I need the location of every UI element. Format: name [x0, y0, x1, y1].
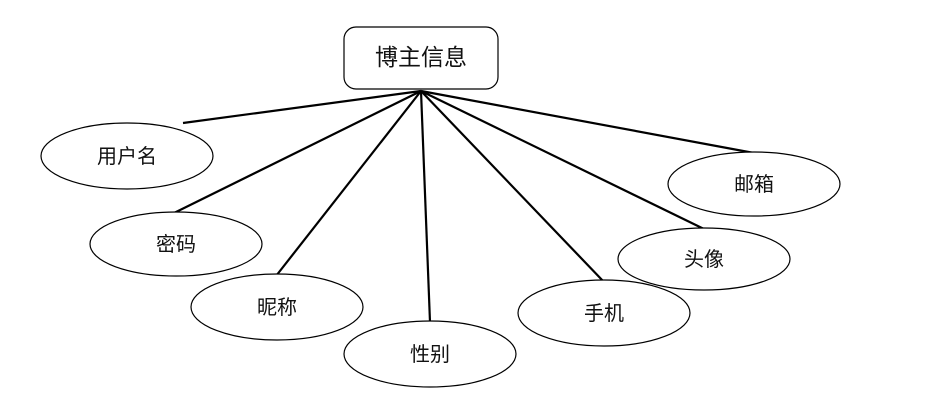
edge-password [173, 90, 422, 214]
attribute-label: 密码 [156, 232, 196, 256]
attribute-ellipse [667, 151, 841, 217]
attribute-label: 头像 [684, 247, 724, 271]
attribute-label: 昵称 [257, 295, 297, 319]
entity-label: 博主信息 [375, 45, 467, 71]
attribute-label: 邮箱 [734, 172, 774, 196]
attribute-username: 用户名 [40, 122, 214, 190]
edge-username [182, 89, 422, 125]
attribute-ellipse [517, 279, 691, 347]
entity-node: 博主信息 [343, 26, 499, 90]
attribute-label: 性别 [410, 342, 450, 366]
edge-email [420, 89, 755, 155]
attribute-ellipse [617, 227, 791, 291]
edge-nickname [275, 90, 422, 277]
attribute-gender: 性别 [343, 320, 517, 388]
entity-box [343, 26, 499, 90]
attribute-email: 邮箱 [667, 151, 841, 217]
attribute-password: 密码 [89, 211, 263, 277]
edge-phone [420, 90, 605, 283]
attribute-avatar: 头像 [617, 227, 791, 291]
attribute-ellipse [89, 211, 263, 277]
connector-lines [173, 89, 755, 323]
attribute-label: 用户名 [97, 144, 157, 168]
edge-avatar [420, 90, 705, 230]
edge-gender [419, 90, 432, 323]
attribute-nickname: 昵称 [190, 273, 364, 341]
attribute-phone: 手机 [517, 279, 691, 347]
attribute-ellipse [40, 122, 214, 190]
attribute-label: 手机 [584, 301, 624, 325]
attribute-ellipse [190, 273, 364, 341]
attribute-ellipse [343, 320, 517, 388]
